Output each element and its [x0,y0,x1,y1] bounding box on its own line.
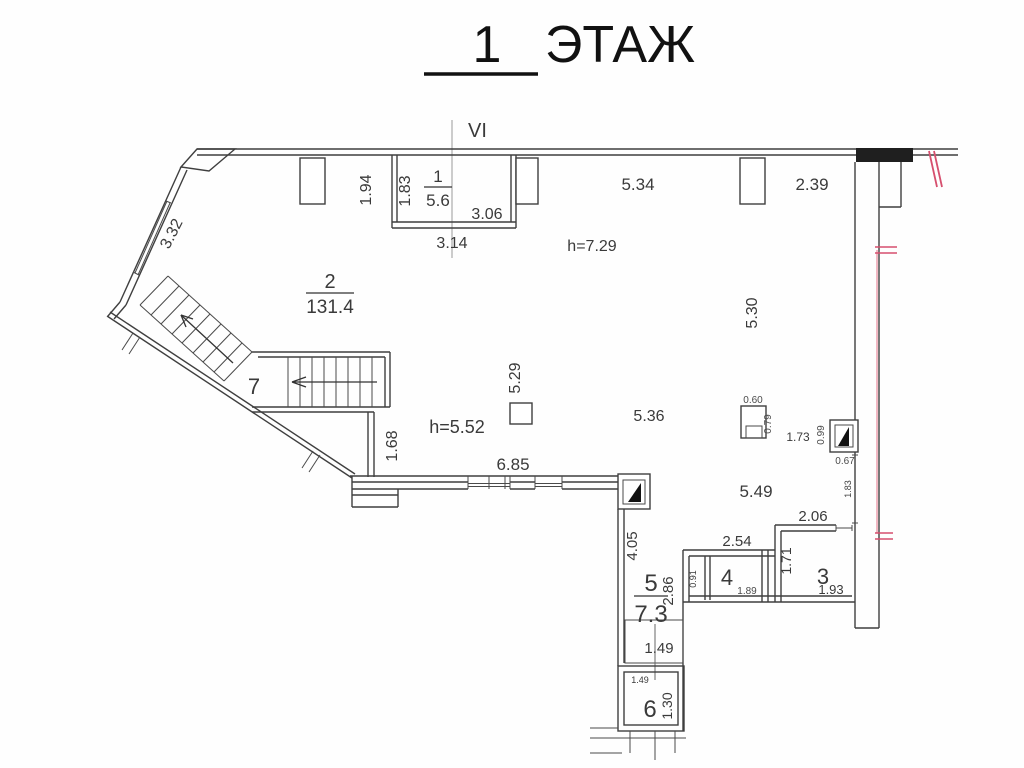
lower-left-diagonal-wall [106,311,356,479]
dim-label: 6.85 [496,455,529,474]
top-wall [197,148,958,162]
dim-label: 0.67 [835,456,855,467]
staircase [139,275,377,407]
dim-label: 2.54 [722,533,751,550]
dim-label: 1.94 [358,174,375,205]
stair-direction-arrow [180,314,377,388]
room3-number: 3 [817,564,829,589]
dim-label: 5.29 [507,362,524,393]
dim-label: 2.39 [795,175,828,194]
dim-label: 1.49 [631,675,649,685]
room6-number: 6 [643,696,656,723]
column-pier [299,157,326,205]
right-wall [852,162,902,629]
room3-walls [683,524,855,603]
pier-with-niche [740,405,767,439]
room1-number: 1 [433,167,442,186]
dim-label: 0.60 [743,395,763,406]
dim-label: 2.86 [660,576,677,605]
red-glazing-marks [875,150,943,540]
dim-label: 1.83 [843,480,853,498]
room5-area: 7.3 [634,601,667,628]
top-wall-solid-segment [856,148,913,162]
dim-label: 5.30 [744,297,761,328]
dim-label: 2.06 [798,508,827,525]
column-pier [739,157,766,205]
room7-number: 7 [248,374,260,399]
section-mark: VI [468,120,487,142]
height-note-main-hall: h=7.29 [567,238,616,255]
dim-label: 1.73 [786,430,810,444]
room1-area: 5.6 [426,191,450,210]
dim-label: 1.71 [778,547,794,574]
dim-label: 4.05 [624,531,641,560]
height-note-left-hall: h=5.52 [429,417,485,437]
column-pier [515,157,539,205]
dim-label: 0.91 [688,570,698,588]
room2-area: 131.4 [306,297,354,318]
dim-label: 1.49 [644,640,673,657]
room2-number: 2 [324,271,335,293]
top-left-chamfer-wall [179,148,237,172]
stair-enclosure-walls [252,351,391,477]
dim-label: 1.89 [737,586,757,597]
dim-label: 0.79 [763,414,774,434]
column-freestanding [509,402,533,425]
dim-label: 5.49 [739,482,772,501]
vent-shaft-icon [829,419,859,453]
room5-walls [617,509,684,680]
room6-walls [590,665,686,760]
bottom-wall [350,475,618,508]
dim-label: 1.93 [818,582,843,597]
floor-title-number: 1 [473,16,502,74]
room5-number: 5 [644,570,657,597]
floor-title-word: ЭТАЖ [545,16,695,74]
dim-label: 5.36 [633,408,664,425]
room4-number: 4 [721,565,733,590]
dim-label: 5.34 [621,175,654,194]
vent-shaft-icon [617,473,651,510]
dim-label: 3.14 [436,235,467,252]
dim-label: 0.99 [816,425,827,445]
dim-label: 1.83 [397,175,414,206]
dim-label: 1.30 [659,692,675,719]
dim-label: 3.06 [471,206,502,223]
dim-label: 1.68 [384,430,401,461]
